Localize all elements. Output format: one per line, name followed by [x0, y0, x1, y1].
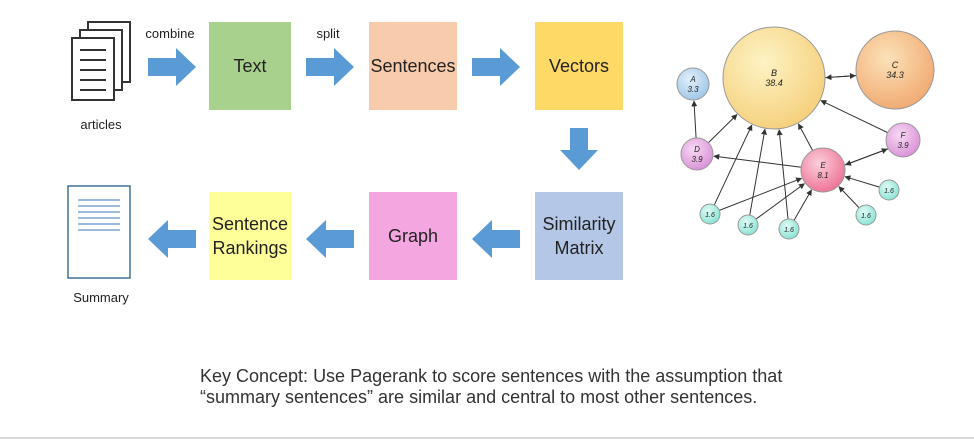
- graph-edge-D-A: [691, 100, 698, 139]
- arrow-graph-to-rankings: [306, 220, 354, 258]
- graph-edge-n1-B: [713, 124, 753, 206]
- graph-edge-n4-E: [838, 186, 860, 209]
- graph-node-n5: 1.6: [878, 179, 900, 201]
- graph-edge-D-B: [708, 114, 738, 144]
- graph-node-name-F: F: [901, 131, 907, 140]
- graph-node-name-C: C: [892, 60, 899, 70]
- graph-edge-n2-B: [749, 128, 767, 216]
- articles-icon: [71, 21, 131, 101]
- graph-node-n4: 1.6: [855, 204, 877, 226]
- bottom-divider: [0, 437, 974, 439]
- graph-edge-n5-E: [844, 175, 880, 188]
- graph-node-n1: 1.6: [699, 203, 721, 225]
- graph-edge-n3-E: [793, 189, 812, 221]
- graph-node-circle-n3: [778, 218, 800, 240]
- arrow-split: [306, 48, 354, 86]
- graph-node-circle-F: [885, 122, 921, 158]
- graph-box: Graph: [369, 192, 457, 280]
- graph-node-score-n4: 1.6: [861, 213, 871, 220]
- graph-node-circle-B: [722, 26, 826, 130]
- summary-document-icon: [67, 185, 131, 279]
- similarity-line2: Matrix: [554, 238, 604, 258]
- graph-node-score-n3: 1.6: [784, 227, 794, 234]
- graph-node-E: E8.1: [800, 147, 846, 193]
- graph-node-circle-n5: [878, 179, 900, 201]
- text-box: Text: [209, 22, 291, 110]
- graph-node-circle-n4: [855, 204, 877, 226]
- articles-label: articles: [80, 117, 122, 132]
- similarity-matrix-box: Similarity Matrix: [535, 192, 623, 280]
- caption-line1: Key Concept: Use Pagerank to score sente…: [200, 366, 783, 386]
- sentences-box: Sentences: [369, 22, 457, 110]
- arrow-similarity-to-graph: [472, 220, 520, 258]
- graph-node-score-B: 38.4: [765, 78, 783, 88]
- arrow-sentences-to-vectors: [472, 48, 520, 86]
- rankings-line2: Rankings: [212, 238, 288, 258]
- pagerank-graph: A3.3B38.4C34.3D3.9E8.1F3.91.61.61.61.61.…: [676, 26, 935, 240]
- graph-node-score-D: 3.9: [691, 155, 703, 164]
- graph-node-name-D: D: [694, 145, 700, 154]
- graph-edge-n3-B: [776, 129, 789, 220]
- graph-node-name-B: B: [771, 68, 777, 78]
- graph-node-circle-C: [855, 30, 935, 110]
- graph-node-B: B38.4: [722, 26, 826, 130]
- split-label: split: [316, 26, 340, 41]
- graph-node-score-E: 8.1: [817, 171, 828, 180]
- graph-node-circle-n2: [737, 214, 759, 236]
- graph-node-F: F3.9: [885, 122, 921, 158]
- graph-node-circle-D: [680, 137, 714, 171]
- similarity-line1: Similarity: [542, 213, 616, 234]
- graph-node-n2: 1.6: [737, 214, 759, 236]
- arrow-combine: [148, 48, 196, 86]
- arrow-vectors-to-similarity: [560, 128, 598, 170]
- graph-edge-F-B: [820, 100, 888, 134]
- graph-edge-E-F: [844, 148, 888, 166]
- graph-edge-n1-E: [719, 177, 803, 211]
- graph-node-circle-E: [800, 147, 846, 193]
- arrow-rankings-to-summary: [148, 220, 196, 258]
- graph-edge-C-B: [825, 74, 857, 81]
- summary-label: Summary: [73, 290, 129, 305]
- graph-node-score-F: 3.9: [897, 141, 909, 150]
- graph-node-circle-n1: [699, 203, 721, 225]
- graph-node-circle-A: [676, 67, 710, 101]
- graph-edge-E-B: [798, 123, 814, 151]
- graph-node-C: C34.3: [855, 30, 935, 110]
- graph-node-score-n1: 1.6: [705, 212, 715, 219]
- graph-node-n3: 1.6: [778, 218, 800, 240]
- graph-node-A: A3.3: [676, 67, 710, 101]
- graph-node-score-n5: 1.6: [884, 188, 894, 195]
- graph-node-score-n2: 1.6: [743, 223, 753, 230]
- vectors-box: Vectors: [535, 22, 623, 110]
- graph-edge-E-D: [713, 153, 802, 168]
- graph-node-D: D3.9: [680, 137, 714, 171]
- graph-node-name-A: A: [689, 75, 695, 84]
- graph-node-score-C: 34.3: [886, 70, 904, 80]
- caption-line2: “summary sentences” are similar and cent…: [200, 387, 758, 407]
- key-concept-caption: Key Concept: Use Pagerank to score sente…: [200, 366, 900, 408]
- graph-node-score-A: 3.3: [687, 85, 699, 94]
- graph-edge-n2-E: [755, 183, 805, 220]
- sentence-rankings-box: Sentence Rankings: [209, 192, 291, 280]
- graph-node-name-E: E: [820, 161, 826, 170]
- combine-label: combine: [145, 26, 195, 41]
- rankings-line1: Sentence: [211, 213, 289, 234]
